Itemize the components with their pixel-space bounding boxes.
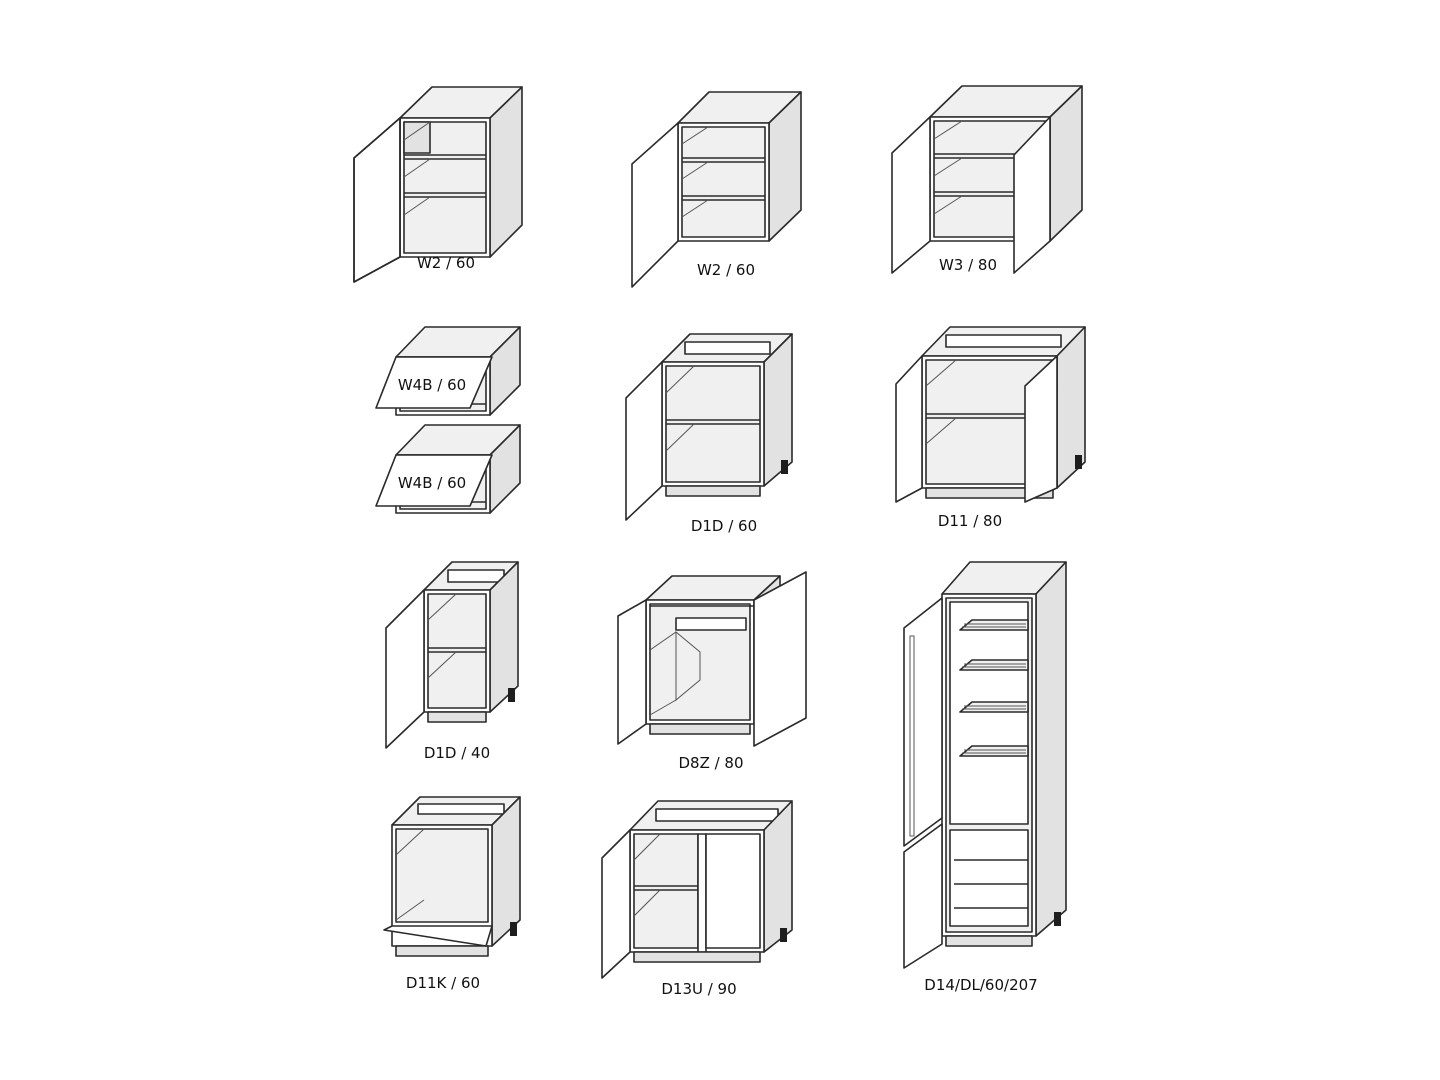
label-d8z-80: D8Z / 80 bbox=[678, 754, 743, 772]
cabinet-w3-80: W3 / 80 bbox=[891, 85, 1083, 274]
cabinet-d1d-60: D1D / 60 bbox=[625, 333, 793, 535]
cabinet-d13u-90: D13U / 90 bbox=[601, 800, 793, 998]
label-d14-dl-60-207: D14/DL/60/207 bbox=[924, 976, 1037, 994]
cabinet-d1d-40: D1D / 40 bbox=[385, 561, 519, 762]
label-w4b-60-a: W4B / 60 bbox=[398, 376, 466, 394]
label-d1d-60: D1D / 60 bbox=[691, 517, 757, 535]
cabinet-w2-60-a: W2 / 60 bbox=[353, 86, 523, 283]
label-w3-80: W3 / 80 bbox=[939, 256, 997, 274]
cabinet-d11-80: D11 / 80 bbox=[895, 326, 1086, 530]
label-w2-60-a: W2 / 60 bbox=[417, 254, 475, 272]
cabinet-d11k-60: D11K / 60 bbox=[383, 796, 521, 992]
cabinet-w2-60-b: W2 / 60 bbox=[631, 91, 802, 288]
label-w2-60-b: W2 / 60 bbox=[697, 261, 755, 279]
label-d11-80: D11 / 80 bbox=[938, 512, 1002, 530]
label-w4b-60-b: W4B / 60 bbox=[398, 474, 466, 492]
cabinet-w4b-60-b: W4B / 60 bbox=[375, 424, 521, 514]
label-d13u-90: D13U / 90 bbox=[661, 980, 736, 998]
label-d1d-40: D1D / 40 bbox=[424, 744, 490, 762]
cabinet-w4b-60-a: W4B / 60 bbox=[375, 326, 521, 416]
cabinet-d8z-80: D8Z / 80 bbox=[617, 571, 807, 772]
label-d11k-60: D11K / 60 bbox=[406, 974, 480, 992]
cabinet-d14-dl-60-207: D14/DL/60/207 bbox=[903, 561, 1067, 994]
fridge-shelves bbox=[954, 619, 1029, 909]
